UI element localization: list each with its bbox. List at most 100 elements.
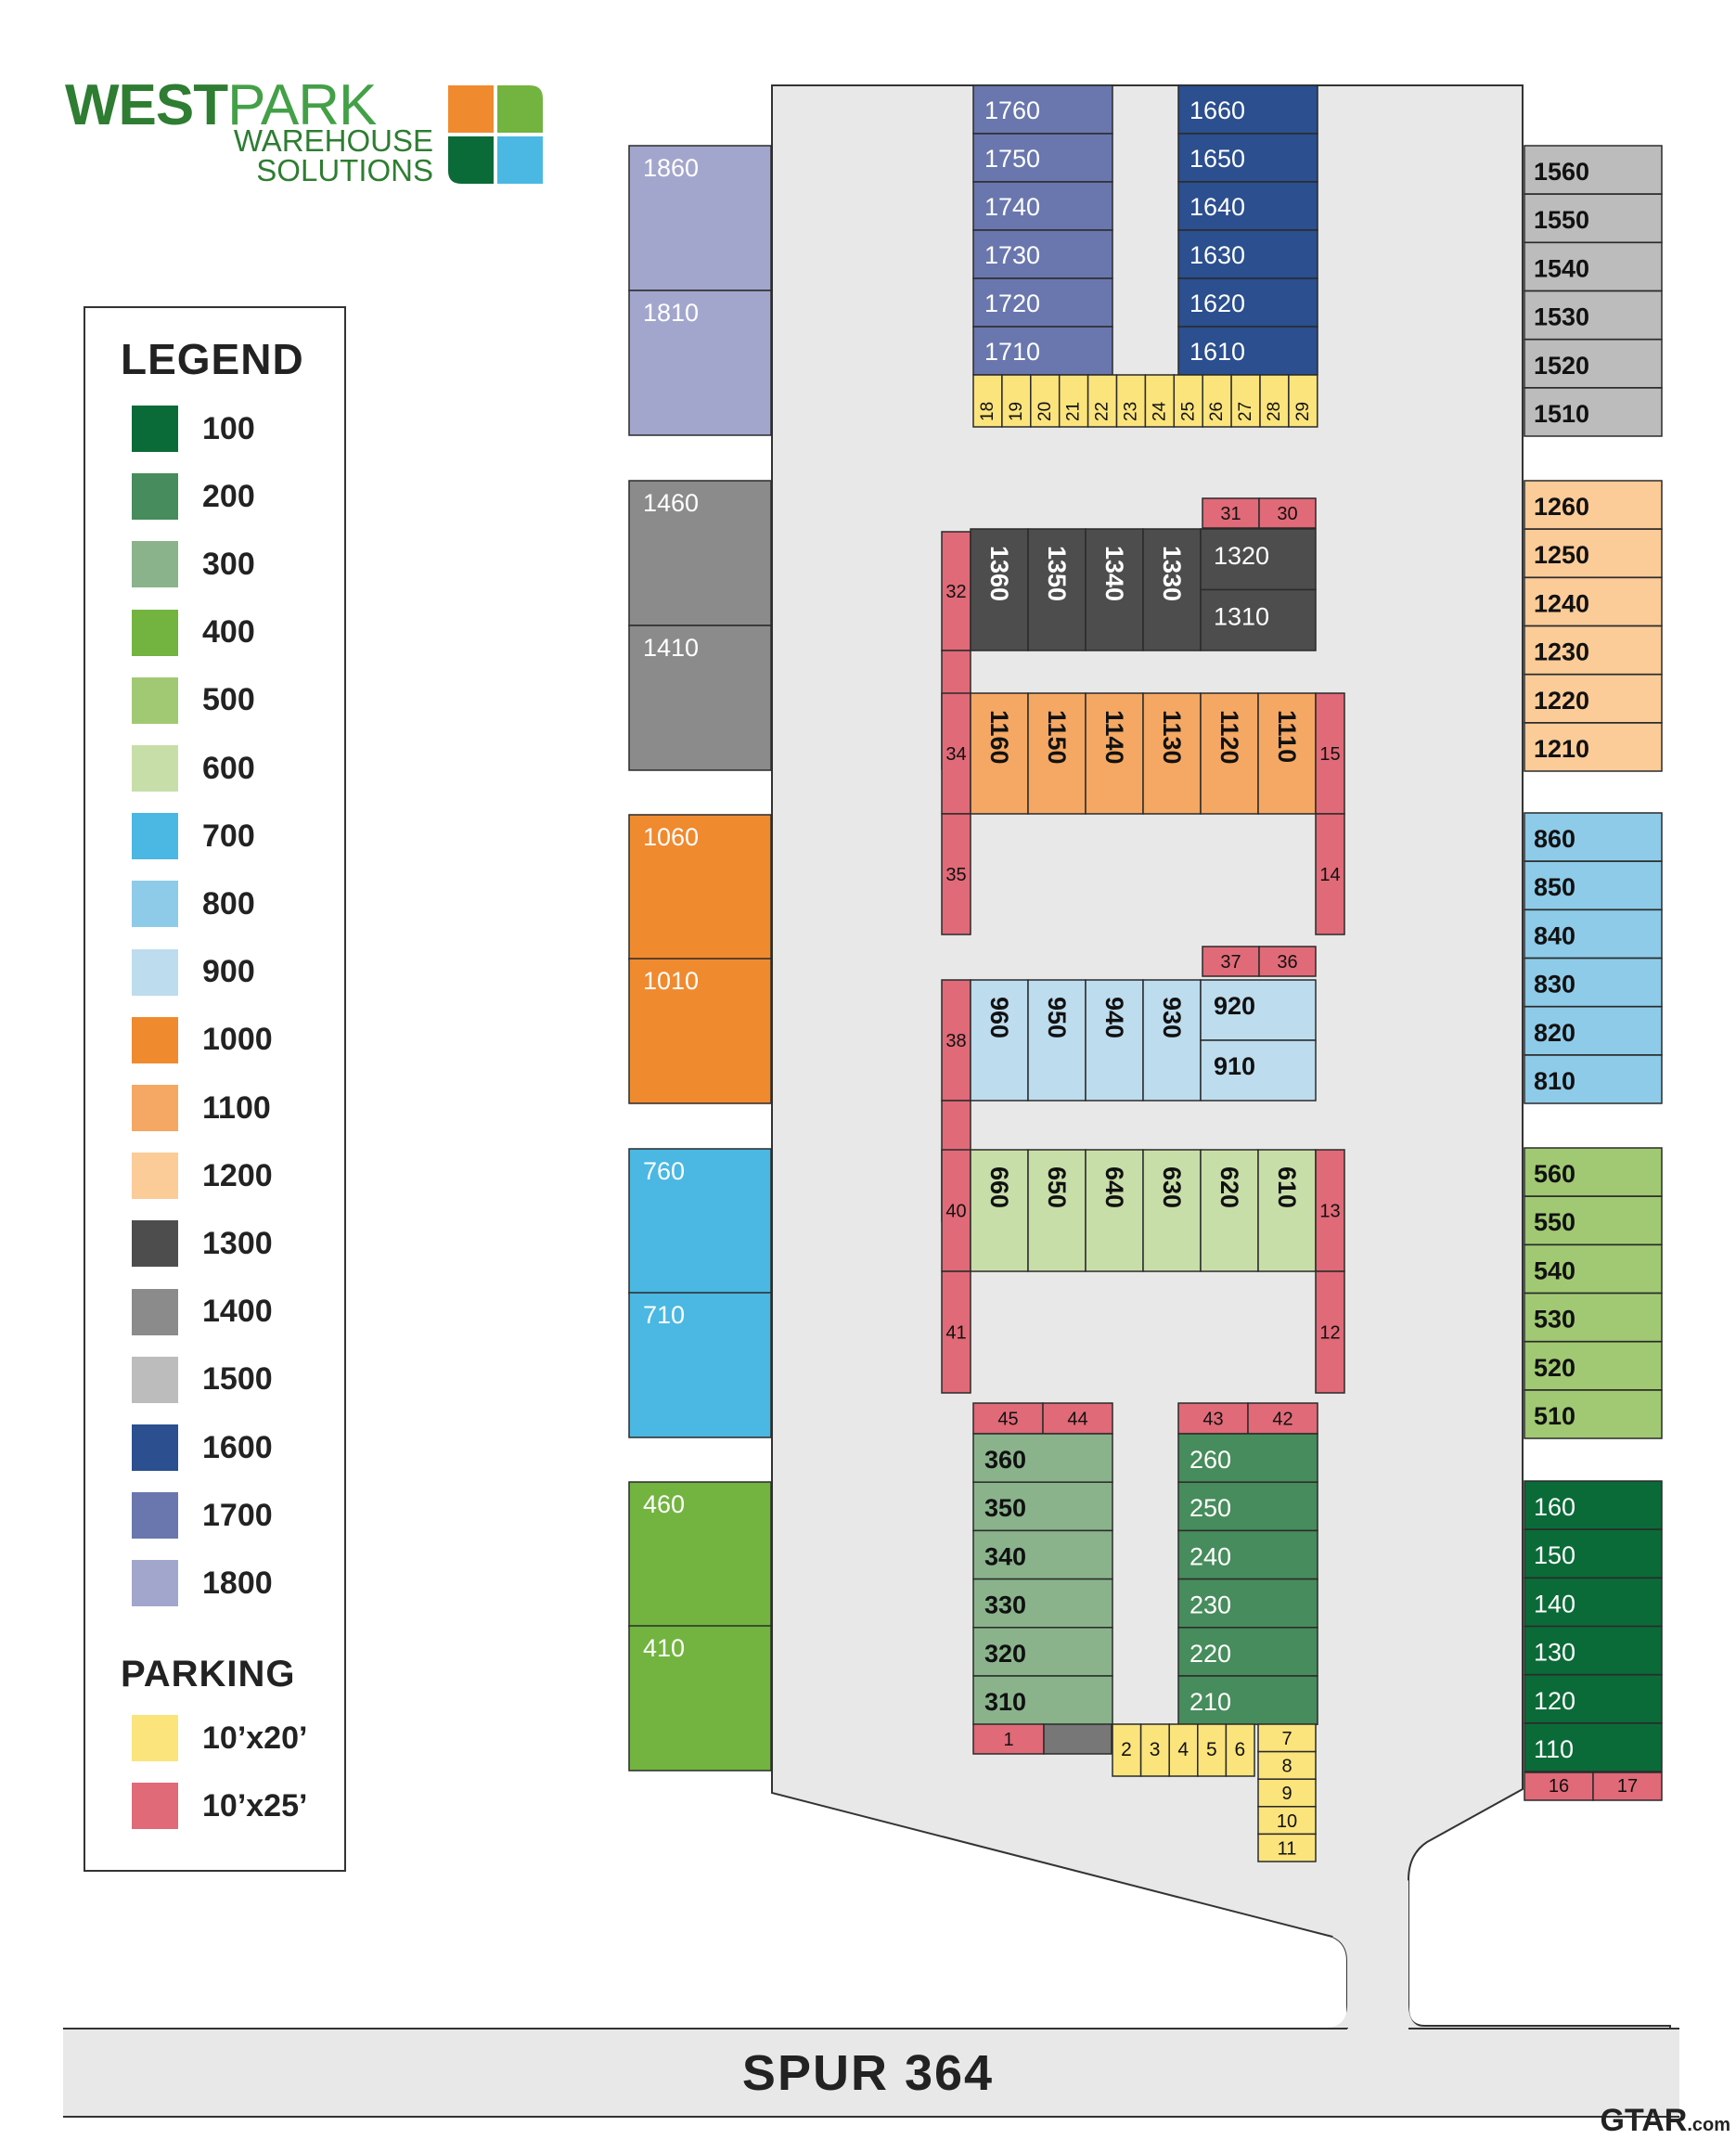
parking-label: 21 (1064, 402, 1084, 421)
unit-label: 1310 (1214, 603, 1269, 631)
logo-subtitle: WAREHOUSE SOLUTIONS (227, 125, 433, 186)
parking-label: 3 (1150, 1739, 1161, 1760)
road-label: SPUR 364 (741, 2045, 995, 2101)
unit-110 (1524, 1722, 1663, 1772)
unit-label: 240 (1189, 1542, 1231, 1570)
unit-810 (1524, 1054, 1663, 1104)
parking-label: 1 (1003, 1730, 1013, 1750)
legend-swatch (132, 745, 178, 792)
unit-label: 650 (1043, 1166, 1071, 1208)
legend-item: 1600 (132, 1424, 273, 1471)
legend-label: 200 (202, 478, 255, 514)
unit-710 (628, 1292, 772, 1438)
legend-item: 1100 (132, 1085, 271, 1131)
unit-label: 1130 (1158, 710, 1186, 765)
unit-160 (1524, 1480, 1663, 1530)
parking-space-21 (1058, 374, 1089, 428)
unit-label: 1810 (643, 299, 699, 327)
legend-label: 1100 (202, 1089, 271, 1126)
unit-label: 1750 (984, 145, 1040, 173)
unit-230 (1177, 1578, 1318, 1629)
legend-swatch (132, 1356, 178, 1403)
unit-label: 1240 (1534, 589, 1589, 617)
parking-title: PARKING (121, 1654, 296, 1694)
unit-label: 1340 (1100, 546, 1128, 601)
logo-brand-bold: WEST (65, 73, 228, 137)
unit-label: 1410 (643, 634, 699, 662)
unit-label: 1460 (643, 489, 699, 517)
unit-label: 520 (1534, 1354, 1575, 1382)
unit-1530 (1524, 290, 1663, 341)
unit-label: 860 (1534, 825, 1575, 853)
unit-label: 1550 (1534, 206, 1589, 234)
unit-label: 1730 (984, 241, 1040, 269)
legend-item: 700 (132, 813, 255, 860)
unit-1330 (1142, 528, 1202, 651)
parking-legend-label: 10’x20’ (202, 1720, 308, 1756)
unit-860 (1524, 812, 1663, 862)
unit-label: 1650 (1189, 145, 1245, 173)
parking-label: 31 (1220, 504, 1241, 524)
unit-1410 (628, 625, 772, 771)
legend-item: 1200 (132, 1153, 273, 1200)
unit-label: 1140 (1100, 710, 1128, 765)
unit-1720 (972, 277, 1113, 328)
unit-label: 360 (984, 1446, 1026, 1474)
road-surface (63, 2029, 1679, 2117)
parking-label: 24 (1150, 401, 1169, 421)
parking-label: 5 (1206, 1739, 1217, 1760)
parking-label: 17 (1617, 1776, 1638, 1797)
unit-label: 550 (1534, 1208, 1575, 1236)
parking-label: 34 (945, 744, 966, 765)
unit-630 (1142, 1149, 1202, 1272)
parking-space-34 (941, 692, 971, 815)
unit-760 (628, 1148, 772, 1295)
legend-label: 100 (202, 410, 255, 446)
dumpster-pad (1043, 1723, 1112, 1755)
unit-label: 130 (1534, 1639, 1575, 1667)
parking-label: 45 (997, 1410, 1018, 1430)
parking-label: 20 (1035, 402, 1055, 421)
driveway-fill (1325, 1880, 1427, 2028)
unit-910 (1200, 1039, 1317, 1102)
parking-label: 29 (1293, 402, 1313, 421)
parking-label: 19 (1007, 402, 1026, 421)
parking-label: 27 (1236, 402, 1255, 421)
unit-label: 1110 (1273, 710, 1301, 763)
unit-350 (972, 1481, 1113, 1532)
unit-label: 1710 (984, 338, 1040, 366)
unit-label: 310 (984, 1688, 1026, 1716)
parking-space-6 (1225, 1723, 1255, 1777)
parking-space-35 (941, 813, 971, 935)
unit-label: 330 (984, 1591, 1026, 1619)
parking-space-11 (1257, 1833, 1317, 1862)
legend-label: 700 (202, 818, 255, 854)
unit-1140 (1085, 692, 1144, 815)
unit-label: 350 (984, 1494, 1026, 1522)
unit-label: 340 (984, 1542, 1026, 1570)
unit-label: 850 (1534, 873, 1575, 901)
legend-label: 1200 (202, 1157, 273, 1193)
legend-swatch (132, 1492, 178, 1540)
parking-space-41 (941, 1270, 971, 1394)
parking-label: 25 (1178, 402, 1198, 421)
legend-item: 600 (132, 745, 255, 792)
legend-label: 1400 (202, 1294, 273, 1330)
unit-label: 660 (985, 1166, 1013, 1208)
logo-brand-light: PARK (227, 73, 377, 137)
unit-920 (1200, 979, 1317, 1041)
parking-space-27 (1230, 374, 1261, 428)
unit-label: 1220 (1534, 687, 1589, 715)
parking-space-16 (1524, 1772, 1594, 1801)
legend-swatch (132, 1016, 178, 1063)
legend-label: 1600 (202, 1429, 273, 1465)
unit-label: 1010 (643, 967, 699, 995)
legend-swatch (132, 1085, 178, 1131)
logo-mark-icon (448, 85, 543, 184)
unit-1350 (1027, 528, 1087, 651)
unit-240 (1177, 1529, 1318, 1580)
unit-1560 (1524, 145, 1663, 195)
legend-item: 1000 (132, 1016, 273, 1063)
legend-swatch (132, 473, 178, 521)
